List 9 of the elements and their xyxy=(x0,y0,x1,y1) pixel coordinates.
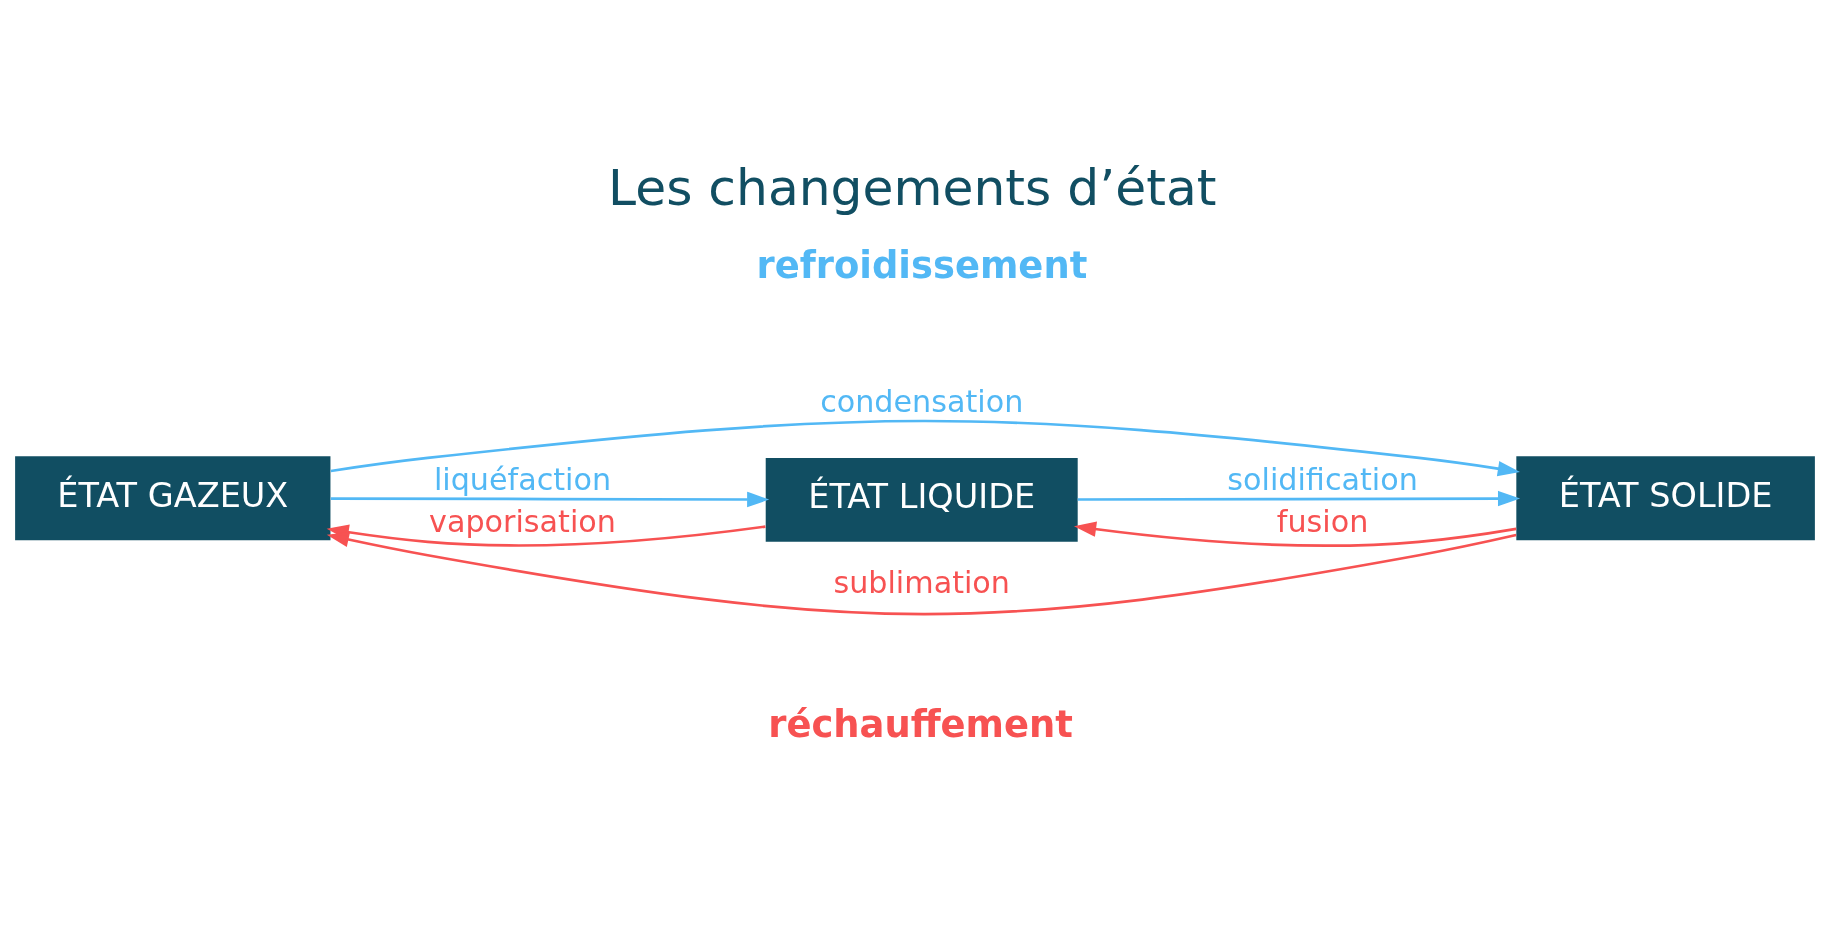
edge-label: solidification xyxy=(1227,461,1418,497)
edge-label: fusion xyxy=(1276,503,1369,539)
edge-label: liquéfaction xyxy=(433,461,612,497)
edge-label: condensation xyxy=(820,383,1024,419)
edge-label: vaporisation xyxy=(429,503,616,539)
label: réchauffement xyxy=(768,702,1073,746)
label: refroidissement xyxy=(756,243,1088,287)
edge-label: sublimation xyxy=(833,564,1010,600)
diagram-title: Les changements d’état xyxy=(608,157,1217,217)
